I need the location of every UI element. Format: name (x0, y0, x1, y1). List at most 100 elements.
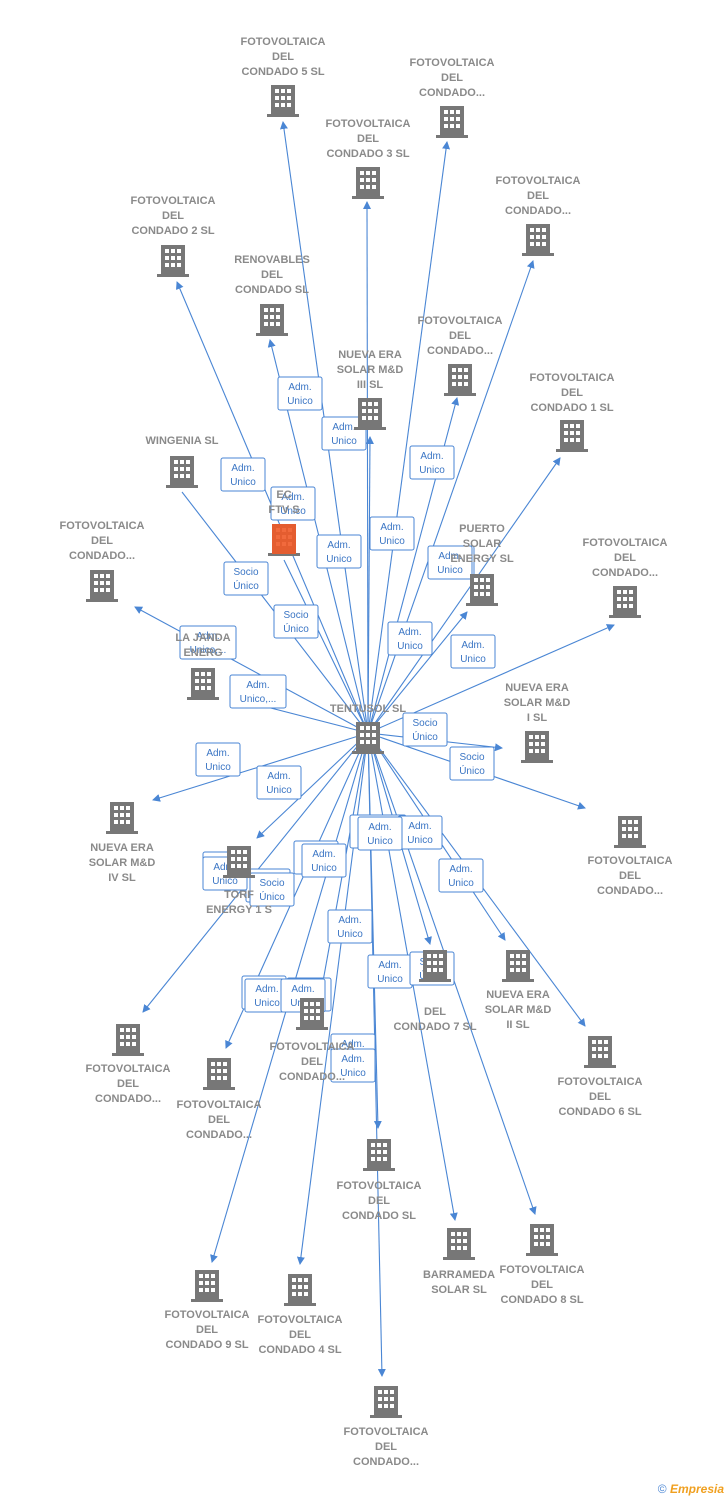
node-label: CONDADO 2 SL (131, 225, 214, 237)
node-label: SOLAR M&D (485, 1004, 552, 1016)
building-icon (267, 85, 299, 117)
node-label: DEL (561, 387, 583, 399)
edge-label-text: Unico (367, 836, 393, 847)
building-icon (203, 1058, 235, 1090)
edge-label-text: Adm. (288, 382, 311, 393)
edge-label-text: Unico (280, 506, 306, 517)
node-label: DEL (619, 870, 641, 882)
node-label: FOTOVOLTAICA (496, 175, 581, 187)
edge-label-text: Unico (311, 863, 337, 874)
building-icon (354, 398, 386, 430)
node-label: DEL (301, 1056, 323, 1068)
edge-label: Adm.Unico (270, 486, 316, 521)
building-icon (166, 456, 198, 488)
node-label: FOTOVOLTAICA (60, 520, 145, 532)
edge-label: Adm.Unico (397, 815, 443, 850)
node-label: FOTOVOLTAICA (337, 1180, 422, 1192)
company-node[interactable]: FOTOVOLTAICADELCONDADO... (270, 998, 355, 1083)
edge-label-text: Adm. (291, 984, 314, 995)
company-node[interactable]: FOTOVOLTAICA DEL CONDADO... (588, 816, 673, 897)
edge-label: Adm.Unico (450, 634, 496, 669)
building-icon (522, 224, 554, 256)
node-label: CONDADO... (505, 205, 571, 217)
node-label: CONDADO... (597, 885, 663, 897)
node-label: DEL (261, 269, 283, 281)
edge-label-text: Socio (233, 567, 258, 578)
footer-brand[interactable]: © Empresia (658, 1482, 724, 1496)
node-label: DEL (531, 1279, 553, 1291)
edge-label: Adm.Unico (438, 858, 484, 893)
company-node[interactable]: FOTOVOLTAICADELCONDADO... (177, 1058, 262, 1141)
edge-n18 (256, 732, 369, 839)
edge-label: Adm.Unico (367, 954, 413, 989)
edge-label-text: Adm. (255, 984, 278, 995)
edge-label-text: Adm. (341, 1039, 364, 1050)
node-label: SOLAR M&D (337, 364, 404, 376)
node-label: FTV S (268, 504, 299, 516)
node-label: FOTOVOLTAICA (558, 1076, 643, 1088)
building-icon (352, 722, 384, 754)
node-label: NUEVA ERA (90, 842, 154, 854)
edge-label-text: Unico (287, 396, 313, 407)
company-node[interactable]: FOTOVOLTAICADELCONDADO... (344, 1386, 429, 1468)
node-label: CONDADO SL (342, 1210, 416, 1222)
node-label: FOTOVOLTAICA (177, 1099, 262, 1111)
building-icon (191, 1270, 223, 1302)
edge-label-text: Unico (326, 554, 352, 565)
edge-label-text: Adm. (213, 862, 236, 873)
edge-label-text: Unico (205, 762, 231, 773)
center-node[interactable]: TENTUSOL SL (330, 703, 406, 754)
node-label: SOLAR (463, 538, 502, 550)
node-label: FOTOVOLTAICA (588, 855, 673, 867)
node-label: CONDADO 3 SL (326, 148, 409, 160)
company-node[interactable]: FOTOVOLTAICADELCONDADO... (86, 1024, 171, 1105)
edge-label: Adm.Unico (409, 445, 455, 480)
company-node[interactable]: WINGENIA SL (146, 435, 219, 488)
company-node[interactable]: FOTOVOLTAICADELCONDADO... (418, 315, 503, 396)
node-label: I SL (527, 712, 547, 724)
company-node[interactable]: FOTOVOLTAICADELCONDADO... (583, 537, 668, 618)
node-label: NUEVA ERA (486, 989, 550, 1001)
company-node[interactable]: FOTOVOLTAICADELCONDADO... (410, 57, 495, 138)
node-label: FOTOVOLTAICA (326, 118, 411, 130)
company-node[interactable]: FOTOVOLTAICA DEL CONDADO... (496, 175, 581, 256)
node-label: DEL (375, 1441, 397, 1453)
node-label: CONDADO... (353, 1456, 419, 1468)
node-label: CONDADO... (95, 1093, 161, 1105)
building-icon (502, 950, 534, 982)
center-node-label: TENTUSOL SL (330, 703, 406, 715)
building-icon (436, 106, 468, 138)
company-node[interactable]: FOTOVOLTAICADELCONDADO... (60, 520, 145, 602)
edge-label: Adm.Unico (195, 742, 241, 777)
node-label: CONDADO SL (235, 284, 309, 296)
node-label: FOTOVOLTAICA (131, 195, 216, 207)
edge-label-text: Adm. (312, 849, 335, 860)
edge-label-text: Adm. (341, 1054, 364, 1065)
node-label: CONDADO 4 SL (258, 1344, 341, 1356)
node-label: DEL (527, 190, 549, 202)
edge-label-text: Único (259, 890, 285, 903)
